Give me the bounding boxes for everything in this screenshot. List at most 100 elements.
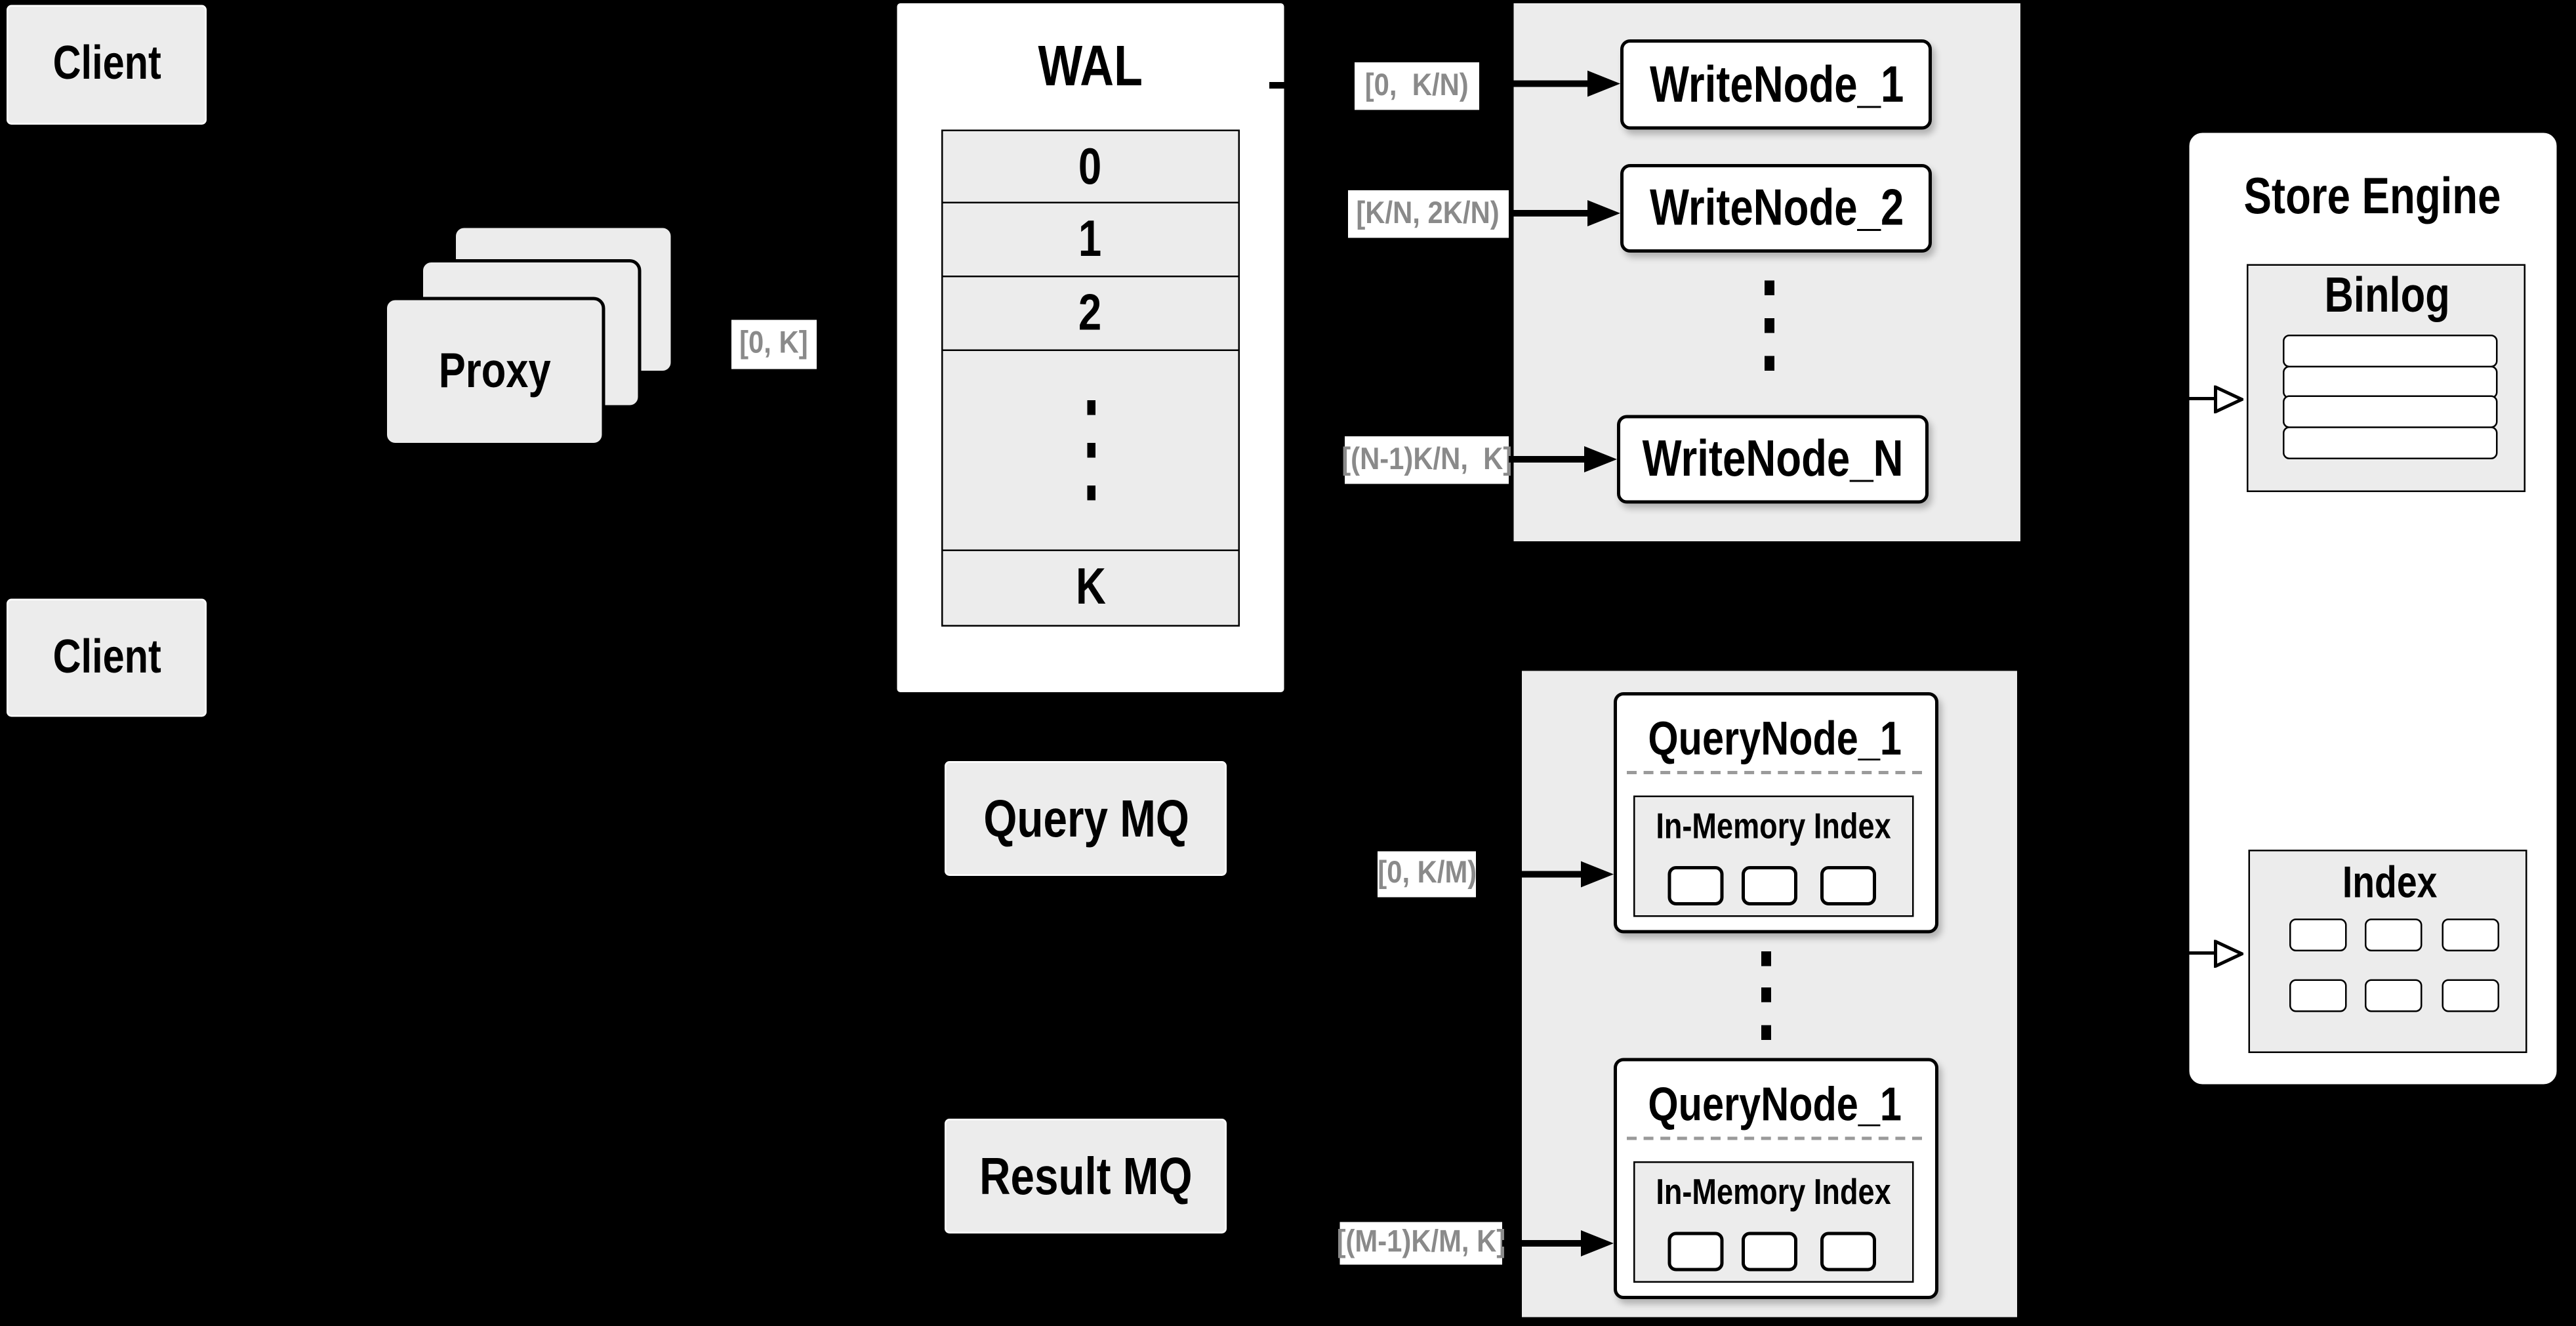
range-query-m-text: [(M-1)K/M, K]: [1336, 1225, 1506, 1260]
index-segment: [2365, 919, 2423, 951]
range-proxy-to-wal: [0, K]: [731, 320, 817, 369]
binlog-row: [2283, 335, 2498, 367]
binlog-row: [2283, 425, 2498, 459]
index-segment: [2365, 979, 2423, 1012]
writenode-1-label: WriteNode_1: [1648, 54, 1904, 113]
wal-row-0: 0: [941, 129, 1240, 205]
arrow-right-icon: [1587, 70, 1620, 96]
binlog-row: [2283, 395, 2498, 428]
ellipsis-dot-icon: [1765, 318, 1774, 333]
wal-row-k: K: [941, 549, 1240, 626]
memory-segment: [1742, 866, 1797, 905]
range-write-2-text: [K/N, 2K/N): [1357, 196, 1500, 231]
ellipsis-dot-icon: [1086, 400, 1095, 415]
open-arrow-right-icon: [2214, 939, 2243, 967]
wal-title: WAL: [1038, 34, 1143, 99]
binlog-title: Binlog: [2325, 269, 2451, 323]
binlog-row: [2283, 365, 2498, 398]
store-engine-title: Store Engine: [2244, 167, 2502, 225]
range-proxy-to-wal-text: [0, K]: [739, 326, 809, 362]
ellipsis-dot-icon: [1761, 987, 1771, 1003]
binlog-box: Binlog: [2247, 264, 2527, 492]
wal-row-1: 1: [941, 201, 1240, 278]
arrow-line: [1479, 81, 1591, 87]
index-segment: [2289, 979, 2347, 1012]
querynode-bottom-title-wrap: QueryNode_1: [1617, 1078, 1934, 1134]
writenode-2-box: WriteNode_2: [1620, 164, 1932, 253]
binlog-title-wrap: Binlog: [2249, 269, 2527, 323]
client-box-bottom: Client: [7, 598, 207, 717]
ellipsis-dot-icon: [1761, 951, 1771, 966]
query-mq-box: Query MQ: [945, 761, 1227, 876]
store-engine-title-wrap: Store Engine: [2190, 166, 2557, 228]
index-segment: [2442, 979, 2499, 1012]
writenode-1-box: WriteNode_1: [1620, 39, 1932, 130]
index-segment: [2289, 919, 2347, 951]
memory-segment: [1820, 866, 1876, 905]
querynode-top-title-wrap: QueryNode_1: [1617, 712, 1934, 768]
writenode-2-label: WriteNode_2: [1648, 178, 1904, 237]
wal-box: WAL 0 1 2 K: [897, 3, 1284, 692]
arrow-line: [1476, 871, 1584, 877]
ellipsis-dot-icon: [1765, 280, 1774, 295]
memory-segment: [1742, 1232, 1797, 1272]
range-write-1: [0, K/N): [1355, 62, 1479, 110]
wal-row-k-label: K: [1075, 558, 1106, 615]
arrow-right-icon: [1587, 199, 1620, 226]
arrow-line: [1509, 456, 1587, 463]
wal-row-2: 2: [941, 274, 1240, 352]
open-arrow-right-icon: [2214, 384, 2243, 413]
range-write-1-text: [0, K/N): [1365, 68, 1469, 103]
ellipsis-dot-icon: [1765, 356, 1774, 371]
in-memory-title-wrap: In-Memory Index: [1635, 1170, 1911, 1216]
connector-stub: [1269, 82, 1284, 88]
in-memory-index-box: In-Memory Index: [1633, 795, 1914, 917]
range-query-1: [0, K/M): [1377, 851, 1477, 898]
query-mq-label: Query MQ: [983, 788, 1189, 848]
client-box-top: Client: [7, 5, 207, 125]
arrow-line: [1509, 210, 1591, 217]
ellipsis-dot-icon: [1761, 1025, 1771, 1040]
querynode-bottom-box: QueryNode_1 In-Memory Index: [1614, 1058, 1938, 1299]
proxy-box-front: Proxy: [384, 297, 605, 446]
wal-row-ellipsis: [941, 349, 1240, 551]
client-top-label: Client: [52, 37, 161, 91]
writenode-n-label: WriteNode_N: [1642, 430, 1904, 487]
querynode-top-title: QueryNode_1: [1648, 713, 1902, 766]
querynode-bottom-title: QueryNode_1: [1648, 1078, 1902, 1131]
memory-segment: [1667, 1232, 1724, 1272]
index-title-wrap: Index: [2250, 857, 2529, 907]
arrow-line: [2186, 951, 2216, 955]
range-write-n: [(N-1)K/N, K]: [1341, 436, 1512, 484]
dashed-divider: [1627, 1136, 1922, 1140]
arrow-line: [2186, 396, 2216, 401]
dashed-divider: [1627, 771, 1922, 774]
index-title: Index: [2342, 857, 2437, 907]
range-query-m: [(M-1)K/M, K]: [1336, 1222, 1505, 1265]
client-bottom-label: Client: [52, 631, 161, 684]
wal-table: 0 1 2 K: [941, 129, 1240, 626]
arrow-right-icon: [1581, 860, 1614, 887]
result-mq-box: Result MQ: [945, 1119, 1227, 1233]
arrow-right-icon: [1581, 1229, 1614, 1256]
in-memory-index-label: In-Memory Index: [1655, 805, 1891, 847]
in-memory-index-box: In-Memory Index: [1633, 1161, 1914, 1283]
range-write-2: [K/N, 2K/N): [1348, 190, 1509, 238]
index-segment: [2442, 919, 2499, 951]
querynode-top-box: QueryNode_1 In-Memory Index: [1614, 692, 1938, 934]
wal-title-wrap: WAL: [897, 34, 1284, 99]
ellipsis-dot-icon: [1086, 443, 1095, 458]
writenode-n-box: WriteNode_N: [1617, 415, 1929, 504]
memory-segment: [1667, 866, 1724, 905]
wal-row-1-label: 1: [1078, 210, 1103, 268]
proxy-label: Proxy: [438, 343, 551, 398]
in-memory-title-wrap: In-Memory Index: [1635, 804, 1911, 850]
range-query-1-text: [0, K/M): [1377, 856, 1477, 891]
result-mq-label: Result MQ: [979, 1146, 1193, 1205]
index-box: Index: [2248, 850, 2529, 1053]
store-engine-box: Store Engine Binlog Index: [2186, 129, 2560, 1088]
wal-row-0-label: 0: [1078, 136, 1103, 195]
ellipsis-dot-icon: [1086, 486, 1095, 501]
wal-row-2-label: 2: [1078, 283, 1103, 342]
